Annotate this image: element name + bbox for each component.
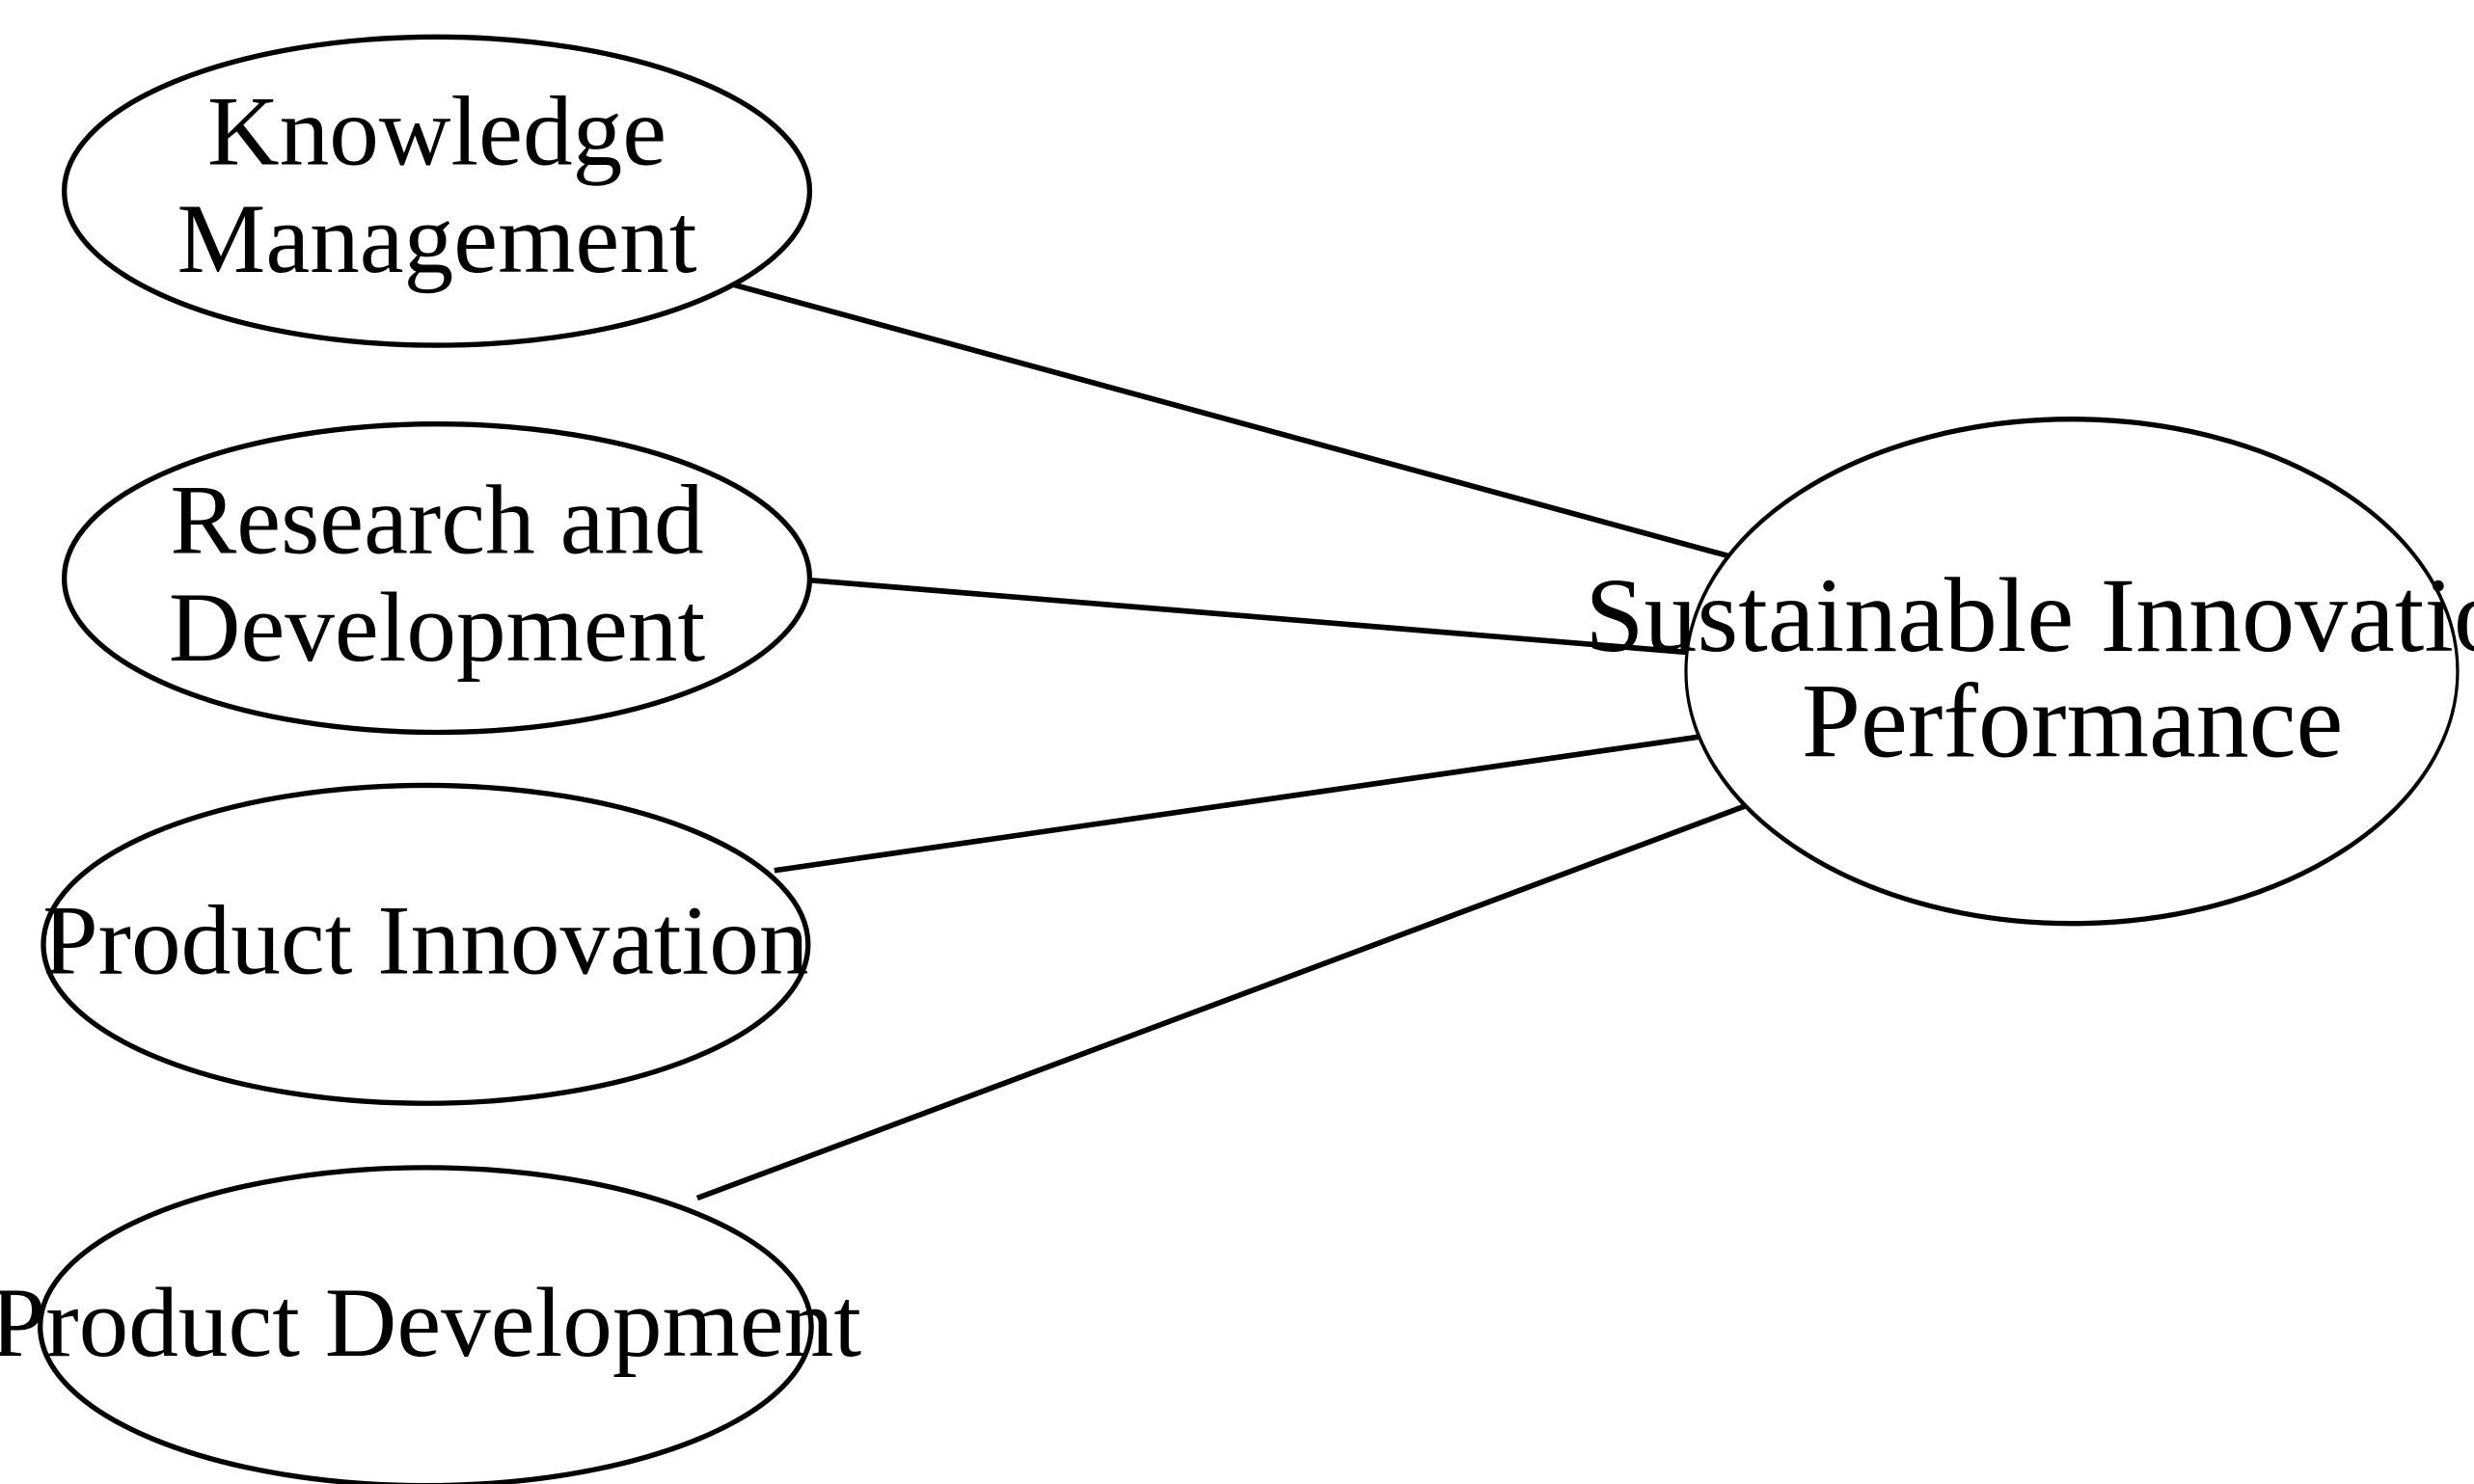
node-product-innovation-label-line1: Product Innovation <box>42 886 808 996</box>
node-product-development-label-line1: Product Development <box>0 1268 861 1378</box>
edges-group <box>695 280 1798 1201</box>
node-knowledge-management-label-line1: Knowledge <box>207 76 666 186</box>
edge-knowledge-management-to-sustainable-innovation-performance <box>725 280 1788 576</box>
node-sustainable-innovation-performance-label-line1: Sustainable Innovation <box>1585 556 2474 674</box>
node-sustainable-innovation-performance[interactable]: Sustainable Innovation Performance <box>1585 417 2474 927</box>
node-product-development-shape[interactable] <box>38 1165 814 1484</box>
edge-product-development-to-sustainable-innovation-performance <box>695 784 1798 1201</box>
edge-research-and-development-to-sustainable-innovation-performance <box>804 577 1726 662</box>
node-knowledge-management[interactable]: Knowledge Management <box>61 34 813 348</box>
node-research-and-development-shape[interactable] <box>61 421 813 736</box>
edge-product-innovation-to-sustainable-innovation-performance <box>774 726 1732 874</box>
node-knowledge-management-shape[interactable] <box>61 34 813 348</box>
node-product-innovation-shape[interactable] <box>41 782 811 1106</box>
node-sustainable-innovation-performance-shape[interactable] <box>1684 417 2460 927</box>
node-research-and-development-label-line1: Research and <box>170 465 703 575</box>
node-sustainable-innovation-performance-label-line2: Performance <box>1802 662 2343 780</box>
node-research-and-development[interactable]: Research and Development <box>61 421 813 736</box>
node-research-and-development-label-line2: Development <box>169 573 706 683</box>
node-product-development[interactable]: Product Development <box>0 1165 861 1484</box>
node-knowledge-management-label-line2: Management <box>177 184 697 294</box>
nodes-group: Knowledge Management Research and Develo… <box>0 34 2474 1484</box>
node-product-innovation[interactable]: Product Innovation <box>41 782 811 1106</box>
